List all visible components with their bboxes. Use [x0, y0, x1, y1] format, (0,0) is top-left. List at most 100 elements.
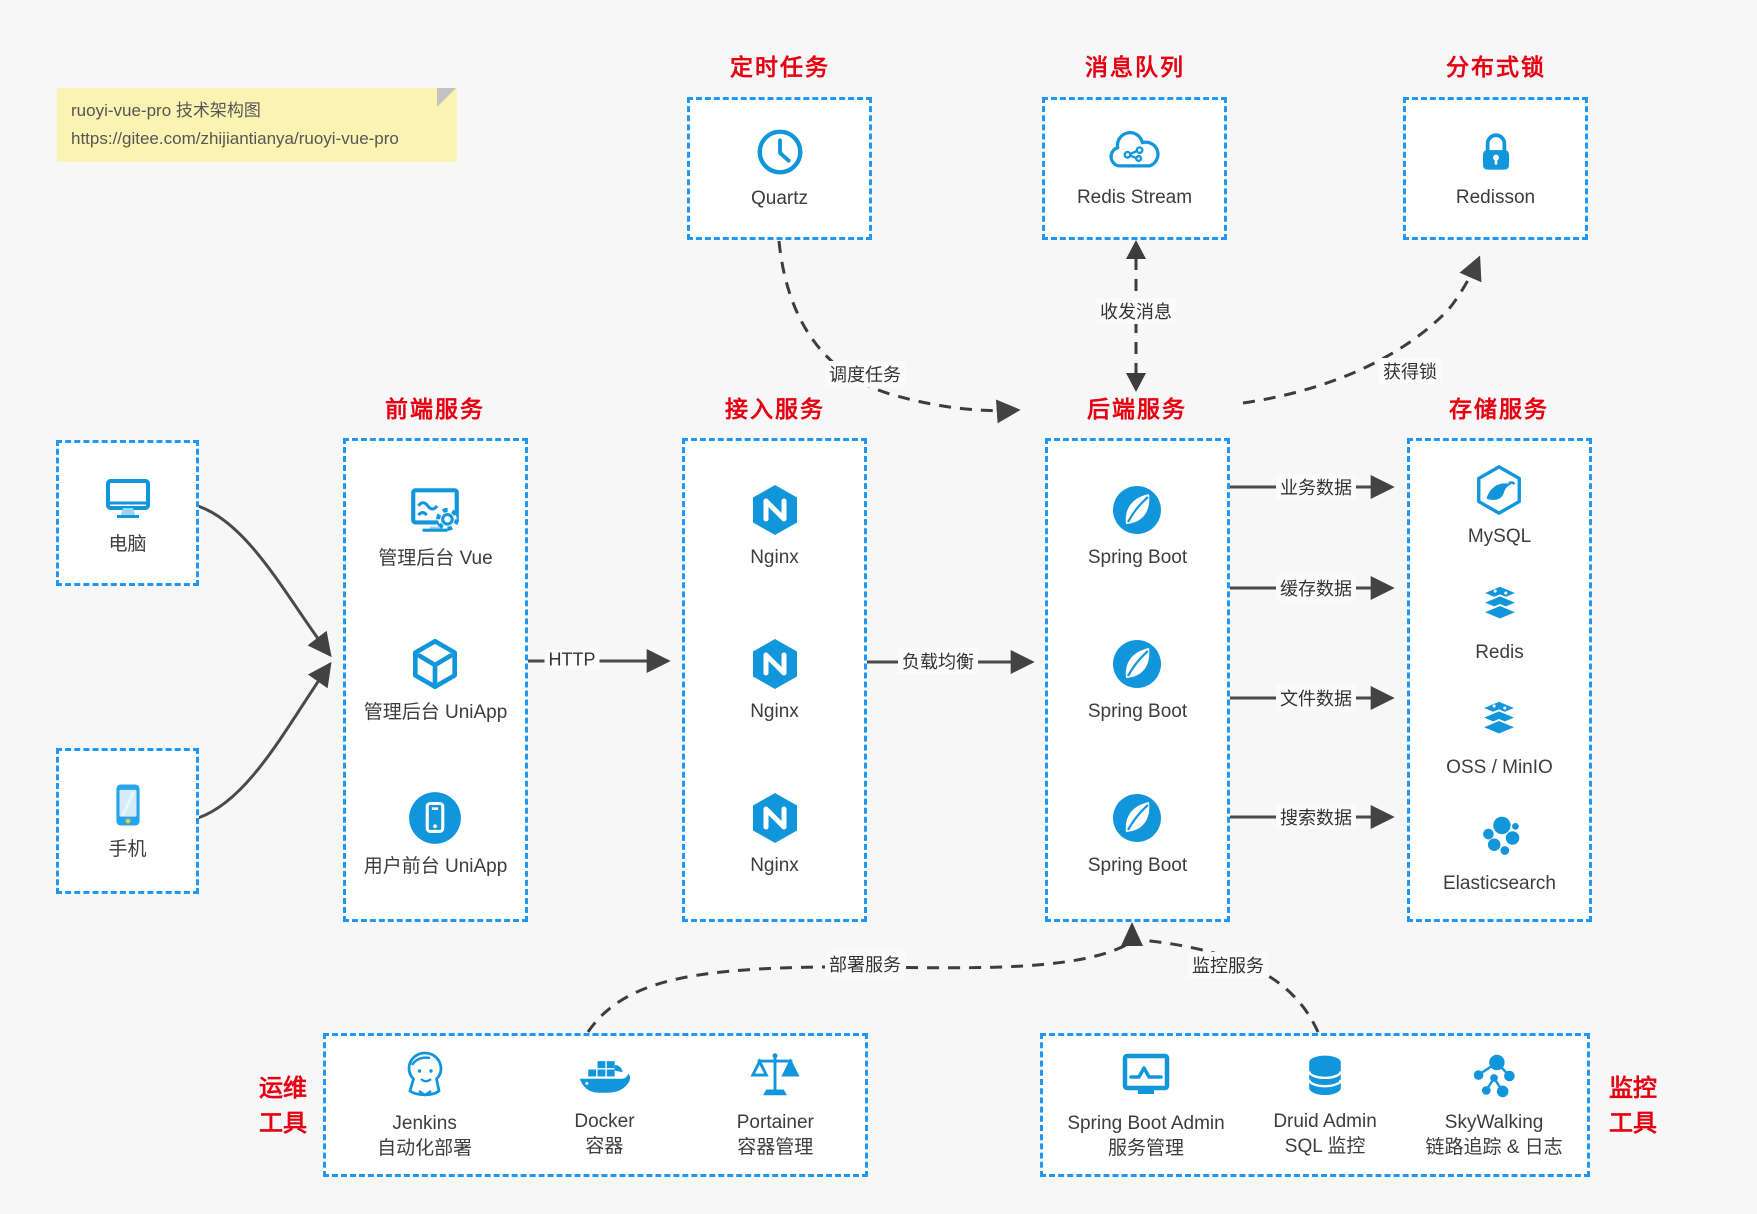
redis-icon	[1473, 579, 1527, 633]
spring-boot-icon	[1109, 636, 1165, 692]
lock-icon	[1470, 126, 1522, 178]
group-computer-box: 电脑	[56, 440, 199, 586]
edge-computer-frontend	[197, 504, 332, 658]
edge-label-schedule: 调度任务	[825, 361, 905, 387]
node-label: 管理后台 Vue	[378, 547, 493, 569]
elasticsearch-icon	[1473, 810, 1527, 864]
node-phone: 手机	[103, 780, 153, 863]
node-oss-minio: OSS / MinIO	[1446, 694, 1553, 781]
node-sublabel: SQL 监控	[1284, 1136, 1366, 1157]
node-label: Spring Boot	[1087, 546, 1188, 568]
node-label: Spring Boot	[1087, 700, 1188, 722]
node-redis-stream: Redis Stream	[1077, 126, 1192, 211]
node-admin-vue: 管理后台 Vue	[378, 481, 493, 572]
arrowhead-up-springboot	[1121, 922, 1143, 946]
node-skywalking: SkyWalking 链路追踪 & 日志	[1425, 1049, 1563, 1160]
node-springboot-2: Spring Boot	[1088, 636, 1187, 725]
node-label: Spring Boot	[1087, 854, 1188, 876]
portainer-icon	[748, 1049, 802, 1103]
edge-label-monitor: 监控服务	[1188, 952, 1268, 978]
note-title: ruoyi-vue-pro 技术架构图	[71, 101, 261, 120]
node-nginx-1: Nginx	[747, 482, 803, 571]
group-lock-box: Redisson	[1403, 97, 1588, 240]
node-label: Quartz	[750, 188, 809, 210]
node-sublabel: 链路追踪 & 日志	[1425, 1137, 1563, 1158]
node-label: Redisson	[1455, 187, 1536, 209]
group-backend-box: Spring Boot Spring Boot Spring Boot	[1045, 438, 1230, 922]
section-title-scheduler: 定时任务	[730, 54, 830, 80]
node-label: Redis	[1475, 641, 1524, 663]
section-title-storage: 存储服务	[1449, 396, 1549, 422]
note-url: https://gitee.com/zhijiantianya/ruoyi-vu…	[71, 129, 399, 149]
node-jenkins: Jenkins 自动化部署	[377, 1048, 472, 1161]
node-portainer: Portainer 容器管理	[737, 1049, 814, 1160]
node-label: Redis Stream	[1076, 187, 1193, 209]
node-quartz: Quartz	[751, 125, 808, 212]
node-sublabel: 自动化部署	[377, 1138, 473, 1159]
edge-label-messages: 收发消息	[1096, 298, 1176, 324]
edge-schedule	[777, 240, 1021, 424]
node-mysql: MySQL	[1468, 463, 1531, 550]
node-springboot-1: Spring Boot	[1088, 482, 1187, 571]
node-nginx-2: Nginx	[747, 636, 803, 725]
node-elasticsearch: Elasticsearch	[1443, 810, 1556, 897]
node-admin-uniapp: 管理后台 UniApp	[363, 635, 508, 726]
node-label: Elasticsearch	[1443, 872, 1556, 894]
node-label: Druid Admin	[1273, 1111, 1377, 1133]
node-label: Jenkins	[392, 1113, 457, 1135]
node-label: 手机	[108, 838, 147, 860]
node-label: Nginx	[750, 546, 799, 568]
node-nginx-3: Nginx	[747, 790, 803, 879]
edge-phone-frontend	[197, 661, 332, 820]
node-label: Nginx	[750, 700, 799, 722]
edge-label-load-balance: 负载均衡	[898, 648, 978, 674]
edge-label-deploy: 部署服务	[825, 951, 905, 977]
group-scheduler-box: Quartz	[687, 97, 872, 240]
screen-gear-icon	[406, 481, 464, 539]
section-title-ops: 运维 工具	[259, 1075, 307, 1137]
arrowhead-up-mq	[1126, 240, 1146, 259]
sticky-note: ruoyi-vue-pro 技术架构图 https://gitee.com/zh…	[57, 88, 457, 163]
section-title-mq: 消息队列	[1085, 54, 1185, 80]
mobile-app-icon	[406, 789, 464, 847]
note-fold-corner	[437, 88, 456, 107]
edge-monitor	[1141, 938, 1320, 1033]
section-title-frontend: 前端服务	[385, 396, 485, 422]
edge-label-file-data: 文件数据	[1276, 685, 1356, 711]
cloud-icon	[1104, 126, 1164, 178]
node-label: Docker	[574, 1111, 635, 1133]
mysql-icon	[1472, 463, 1526, 517]
nginx-icon	[747, 790, 803, 846]
section-title-backend: 后端服务	[1087, 396, 1187, 422]
spring-boot-admin-icon	[1118, 1048, 1174, 1104]
node-label: 用户前台 UniApp	[363, 855, 508, 877]
nginx-icon	[747, 636, 803, 692]
node-spring-boot-admin: Spring Boot Admin 服务管理	[1067, 1048, 1225, 1161]
edge-label-acquire-lock: 获得锁	[1379, 358, 1441, 384]
nginx-icon	[747, 482, 803, 538]
edge-label-business-data: 业务数据	[1276, 474, 1356, 500]
jenkins-icon	[397, 1048, 453, 1104]
spring-boot-icon	[1109, 790, 1165, 846]
edge-label-search-data: 搜索数据	[1276, 804, 1356, 830]
node-label: Portainer	[736, 1112, 814, 1134]
clock-icon	[753, 125, 807, 179]
section-title-monitoring: 监控 工具	[1609, 1075, 1657, 1137]
edge-label-http: HTTP	[544, 649, 600, 671]
node-redis: Redis	[1473, 579, 1527, 666]
smartphone-icon	[103, 780, 153, 830]
node-label: MySQL	[1467, 526, 1532, 548]
oss-minio-icon	[1472, 694, 1526, 748]
druid-database-icon	[1299, 1050, 1351, 1102]
spring-boot-icon	[1109, 482, 1165, 538]
node-sublabel: 容器	[585, 1136, 624, 1157]
node-label: OSS / MinIO	[1446, 757, 1553, 779]
node-label: 管理后台 UniApp	[363, 701, 508, 723]
computer-icon	[100, 469, 156, 525]
group-phone-box: 手机	[56, 748, 199, 894]
node-computer: 电脑	[100, 469, 156, 558]
group-ops-box: Jenkins 自动化部署	[323, 1033, 868, 1177]
cube-icon	[406, 635, 464, 693]
node-docker: Docker 容器	[574, 1050, 635, 1159]
